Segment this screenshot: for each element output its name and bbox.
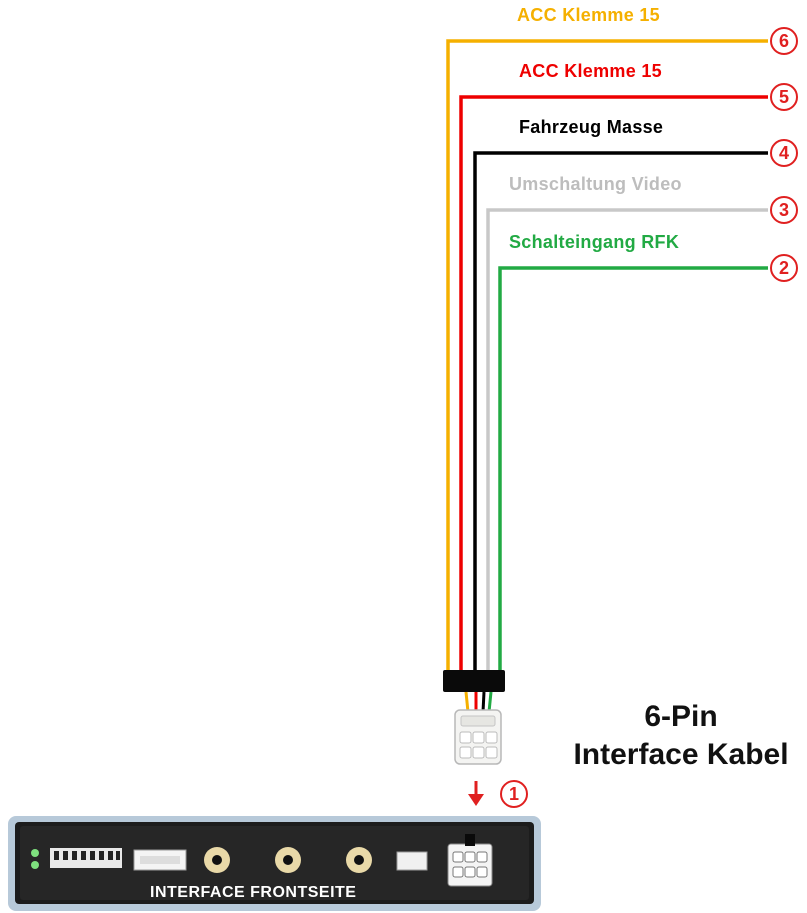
pin-badge-6: 6 [770,27,798,55]
wire-label-6: ACC Klemme 15 [517,5,660,25]
pin-badge-3: 3 [770,196,798,224]
cable-title-line2: Interface Kabel [573,738,789,771]
device-label: INTERFACE FRONTSEITE [150,884,357,901]
pin-badge-1: 1 [500,780,528,808]
arrow-down-icon [468,781,484,806]
wire-label-5: ACC Klemme 15 [519,61,662,81]
wire-5-red [459,95,768,680]
pin-badge-2: 2 [770,254,798,282]
pin-badge-5: 5 [770,83,798,111]
wire-3-grey [486,208,768,680]
wire-label-3: Umschaltung Video [509,174,682,194]
six-pin-connector [454,709,502,765]
wire-4-black [473,151,768,680]
wire-6-yellow [446,39,768,680]
wire-label-4: Fahrzeug Masse [519,117,664,137]
cable-sleeve [443,670,505,692]
pin-badge-4: 4 [770,139,798,167]
cable-title-line1: 6-Pin [644,700,718,733]
interface-device [8,816,541,911]
wire-label-2: Schalteingang RFK [509,232,680,252]
wire-2-green [498,266,768,680]
